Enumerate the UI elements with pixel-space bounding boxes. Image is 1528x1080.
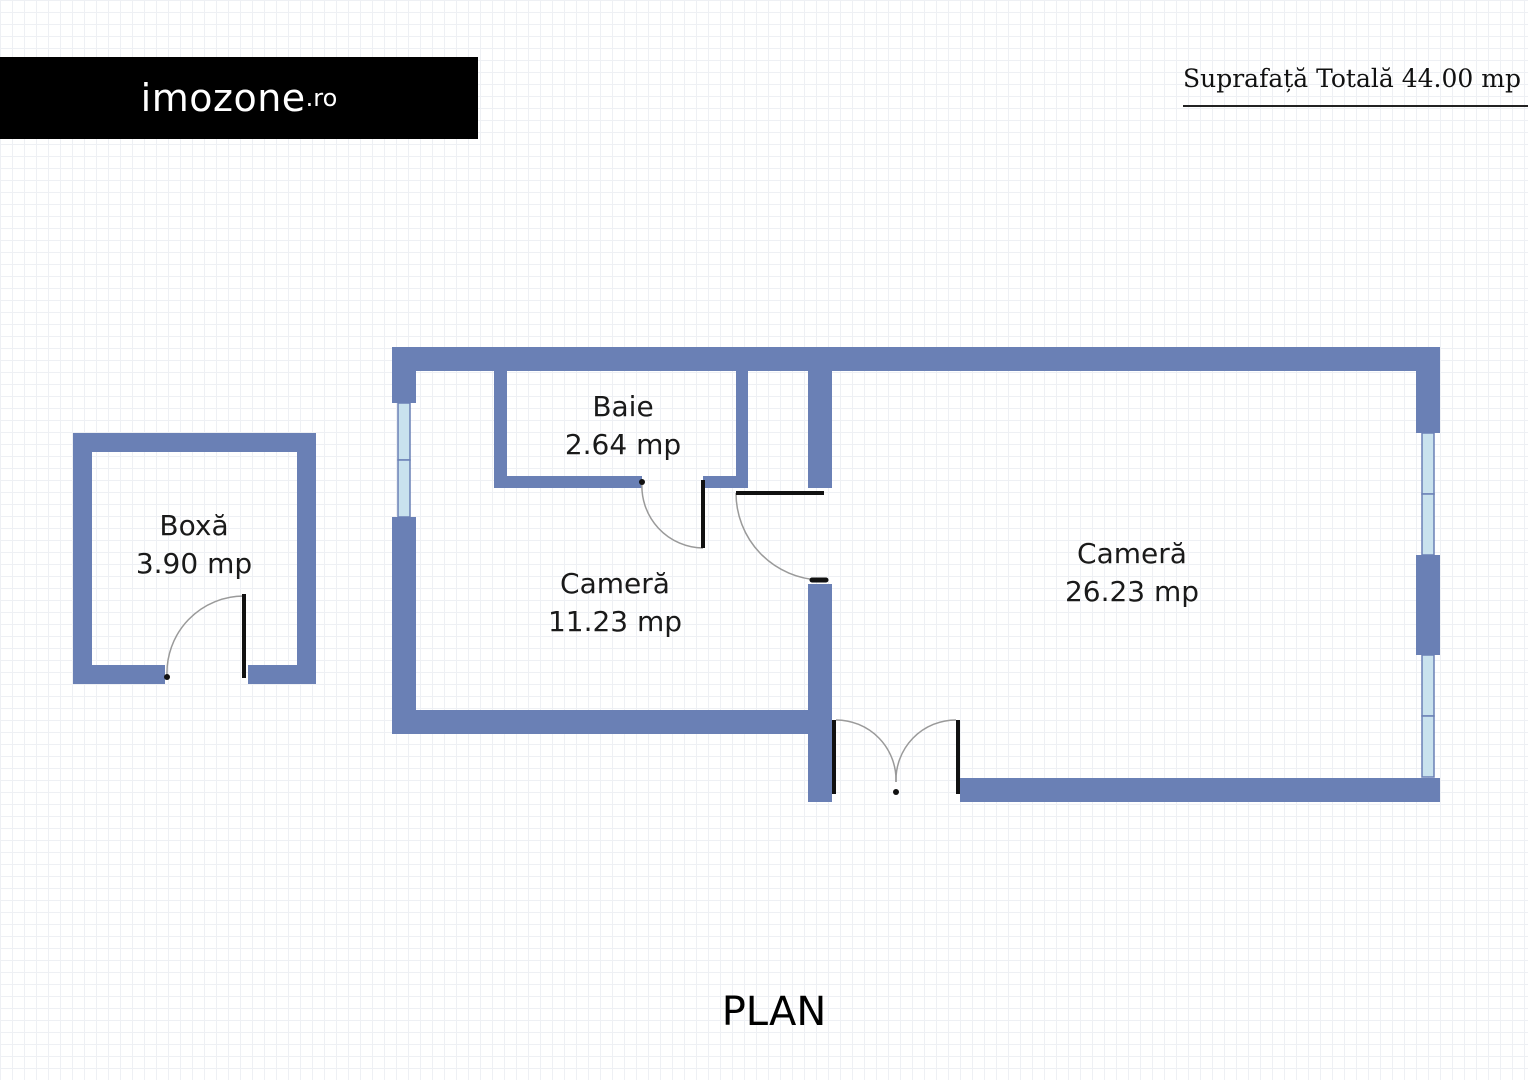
wall <box>494 371 507 488</box>
wall <box>392 710 832 734</box>
room-area: 11.23 mp <box>548 605 682 638</box>
total-area-label: Suprafață Totală 44.00 mp <box>1183 64 1521 93</box>
wall <box>1416 555 1440 655</box>
wall <box>736 371 748 488</box>
room-area: 3.90 mp <box>136 547 252 580</box>
brand-name: imozone <box>140 76 306 120</box>
windows <box>397 402 1435 778</box>
room-name: Boxă <box>159 509 228 542</box>
total-area-box: Suprafață Totală 44.00 mp <box>1183 64 1528 107</box>
brand-tld: .ro <box>305 84 338 112</box>
window <box>397 459 411 518</box>
wall <box>960 778 1440 802</box>
door-hinge <box>893 789 899 795</box>
wall <box>73 665 165 684</box>
room-area: 26.23 mp <box>1065 575 1199 608</box>
window <box>1421 654 1435 717</box>
window <box>1421 715 1435 778</box>
room-name: Baie <box>592 390 653 423</box>
door-hinge <box>639 479 645 485</box>
door-arc <box>735 492 821 581</box>
room-name: Cameră <box>560 567 670 600</box>
wall <box>297 433 316 684</box>
wall <box>248 665 316 684</box>
wall <box>1416 347 1440 433</box>
door-arc <box>641 481 704 549</box>
door-arc <box>166 595 245 677</box>
wall <box>73 433 92 684</box>
wall <box>392 517 416 734</box>
wall <box>808 584 832 802</box>
window <box>1421 493 1435 556</box>
room-name: Cameră <box>1077 537 1187 570</box>
walls <box>73 347 1440 802</box>
wall <box>392 347 1440 371</box>
brand-logo: imozone.ro <box>0 57 478 139</box>
door-arc <box>835 719 897 783</box>
wall <box>808 347 832 488</box>
doors <box>164 479 960 795</box>
wall <box>703 476 748 488</box>
wall <box>73 433 316 452</box>
plan-title: PLAN <box>722 989 827 1035</box>
door-arc <box>895 719 957 783</box>
window <box>1421 432 1435 495</box>
room-area: 2.64 mp <box>565 428 681 461</box>
window <box>397 402 411 461</box>
wall <box>392 347 416 403</box>
wall <box>494 476 642 488</box>
door-hinge <box>164 674 170 680</box>
room-labels: Boxă 3.90 mp Baie 2.64 mp Cameră 11.23 m… <box>136 390 1199 1035</box>
